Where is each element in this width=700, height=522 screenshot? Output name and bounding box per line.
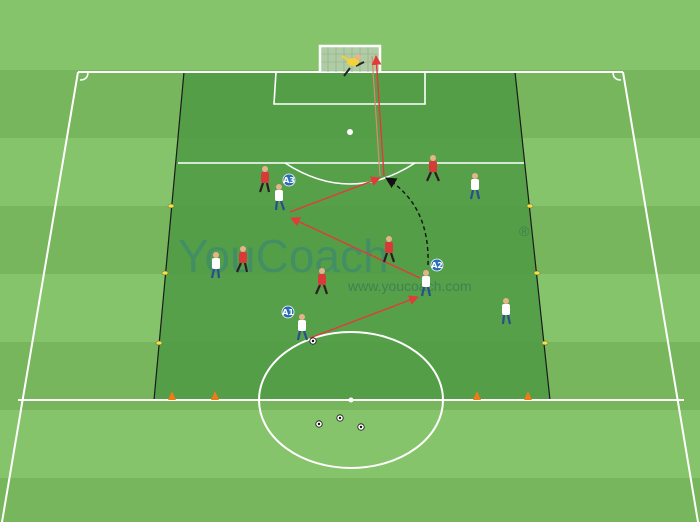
marker-icon (526, 203, 534, 209)
markers (155, 203, 549, 346)
soccer-ball-icon (336, 414, 344, 422)
team-red (235, 155, 441, 295)
shot-arrow (371, 55, 381, 177)
marker-icon (541, 340, 549, 346)
watermark-url: www.youcoach.com (347, 278, 472, 294)
label-a1-text: A1 (282, 308, 294, 317)
balls (309, 337, 365, 431)
arrows (289, 55, 429, 339)
penalty-spot (347, 129, 353, 135)
pass-arrow (290, 217, 421, 279)
label-a2: A2 (430, 258, 444, 272)
label-a1: A1 (281, 305, 295, 319)
pass-arrow (289, 176, 381, 213)
soccer-ball-icon (315, 420, 323, 428)
label-a3: A3 (282, 173, 296, 187)
run-arrow (385, 177, 429, 266)
soccer-ball-icon (309, 337, 317, 345)
red-player (425, 155, 441, 182)
cone-icon (524, 391, 532, 400)
cone-icon (211, 391, 219, 400)
team-white (210, 173, 512, 341)
shot-arrow (371, 55, 385, 177)
center-spot (348, 397, 354, 403)
soccer-ball-icon (357, 423, 365, 431)
white-player (210, 252, 221, 279)
goalkeeper (341, 54, 365, 77)
cone-icon (473, 391, 481, 400)
pass-arrow (309, 295, 419, 339)
drill-area (154, 72, 550, 400)
red-player (235, 246, 249, 273)
label-a3-text: A3 (283, 176, 295, 185)
marker-icon (155, 340, 163, 346)
marker-icon (161, 270, 169, 276)
cones (168, 391, 532, 400)
watermark-registered: ® (519, 223, 530, 239)
white-player (274, 184, 286, 211)
red-player (258, 166, 271, 193)
red-player (314, 268, 329, 295)
white-player (420, 270, 432, 297)
cone-icon (168, 391, 176, 400)
white-player (296, 314, 309, 341)
goal-icon (318, 44, 382, 72)
red-player (382, 236, 396, 263)
marker-icon (167, 203, 175, 209)
watermark-logo: YouCoach (178, 230, 389, 282)
label-a2-text: A2 (431, 261, 443, 270)
marker-icon (533, 270, 541, 276)
white-player (501, 298, 512, 325)
white-player (469, 173, 481, 200)
